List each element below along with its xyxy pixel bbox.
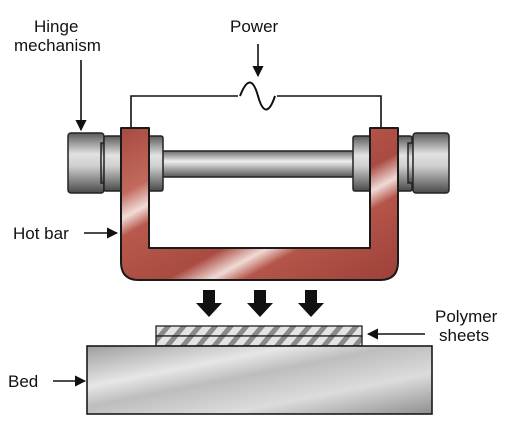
polymer-label-line2: sheets xyxy=(439,326,490,345)
press-arrows xyxy=(196,290,324,317)
label-pointers xyxy=(53,44,425,387)
ac-sine-wave-icon xyxy=(239,81,276,111)
down-arrow-icon xyxy=(247,290,273,317)
down-arrow-icon xyxy=(196,290,222,317)
bed-label: Bed xyxy=(8,372,39,391)
hinge-label-line1: Hinge xyxy=(34,17,79,36)
hinge-label-line2: mechanism xyxy=(14,36,101,55)
down-arrow-icon xyxy=(298,290,324,317)
bed xyxy=(86,345,433,415)
hinge-mechanism-right xyxy=(352,132,450,194)
polymer-sheets xyxy=(155,325,363,347)
polymer-label-line1: Polymer xyxy=(435,307,498,326)
hinge-mechanism-left xyxy=(67,132,164,194)
hinge-rod xyxy=(147,150,369,178)
hot-bar xyxy=(120,127,399,281)
power-wire xyxy=(130,95,382,128)
power-label: Power xyxy=(230,17,279,36)
hot-bar-label: Hot bar xyxy=(13,224,69,243)
